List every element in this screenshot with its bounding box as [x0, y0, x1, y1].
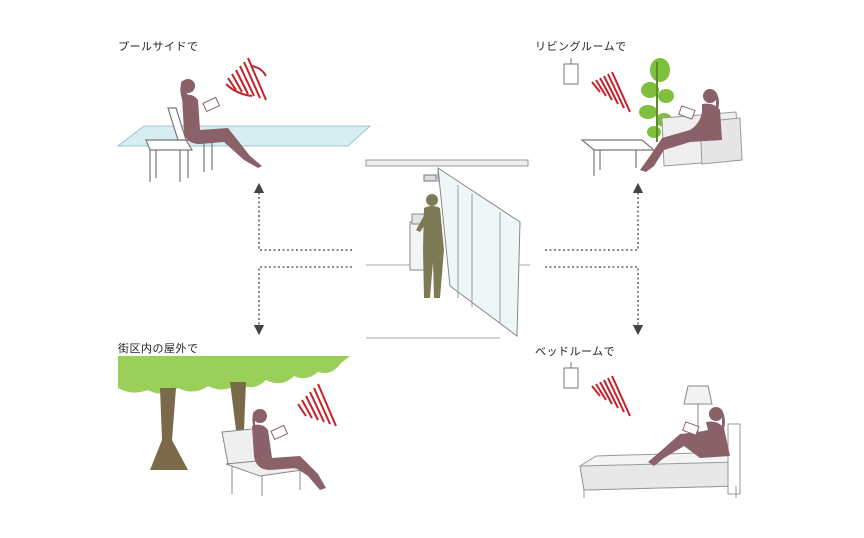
arrow-to-outdoor — [253, 266, 352, 336]
visitor-figure-icon — [416, 194, 444, 298]
person-reading-icon — [640, 89, 722, 172]
signal-waves-icon — [225, 57, 267, 101]
connection-arrows — [253, 182, 644, 336]
center-entrance — [365, 159, 530, 339]
signal-waves-icon — [297, 383, 337, 427]
person-reading-icon — [648, 407, 730, 466]
bedroom-label: ベッドルームで — [535, 345, 616, 358]
tree-icon — [118, 356, 350, 470]
living-room-scene — [563, 58, 743, 176]
bedroom-scene — [563, 362, 741, 498]
arrow-to-poolside — [253, 182, 352, 251]
person-reading-icon — [252, 409, 326, 490]
outdoor-scene — [118, 356, 350, 496]
wireless-repeater-icon — [563, 58, 579, 85]
arrow-to-bedroom — [545, 266, 644, 336]
wireless-repeater-icon — [563, 362, 579, 389]
person-reading-icon — [180, 79, 262, 168]
outdoor-label: 街区内の屋外で — [118, 342, 199, 355]
living-room-label: リビングルームで — [535, 40, 627, 53]
arrow-to-living-room — [545, 182, 644, 251]
signal-waves-icon — [591, 71, 631, 113]
poolside-label: プールサイドで — [118, 40, 199, 53]
poolside-scene — [116, 57, 372, 182]
signal-waves-icon — [591, 375, 631, 417]
